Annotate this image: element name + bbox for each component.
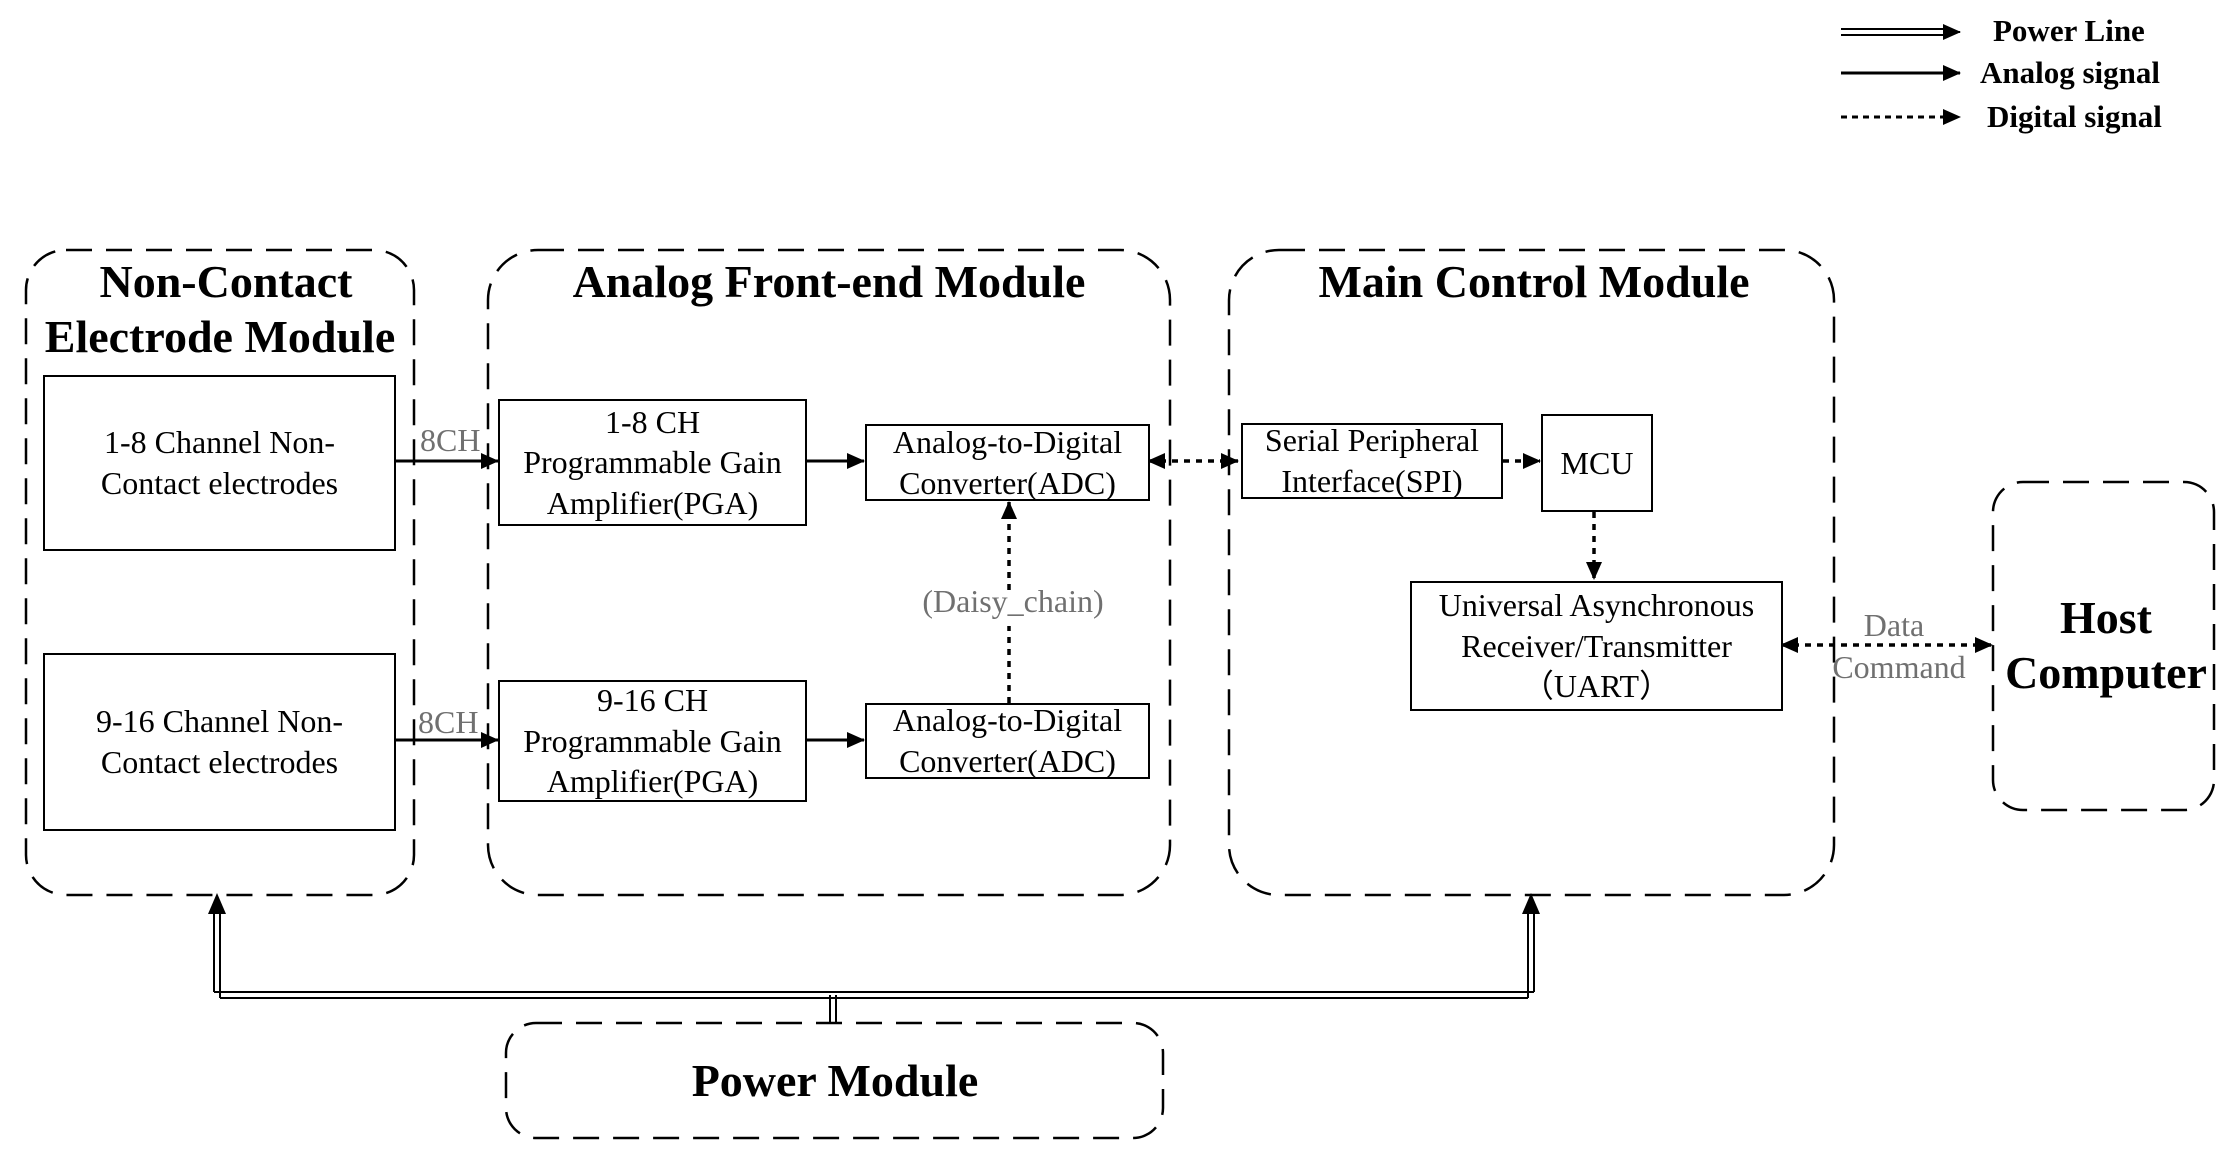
legend-power-line-label: Power Line — [1993, 13, 2145, 48]
data-label: Data — [1863, 607, 1925, 643]
uart-line3: （UART） — [1521, 668, 1672, 705]
host-computer-title: Host — [2060, 592, 2152, 643]
electrodes-1-8-block: 1-8 Channel Non- Contact electrodes — [43, 375, 396, 551]
legend-digital-signal-label: Digital signal — [1987, 99, 2162, 134]
pga-9-16-block: 9-16 CH Programmable Gain Amplifier(PGA) — [498, 680, 807, 802]
electrode-module-title-line2: Electrode Module — [44, 311, 396, 362]
adc-top-line1: Analog-to-Digital — [892, 423, 1123, 460]
pga-1-8-line3: Amplifier(PGA) — [546, 484, 759, 521]
main-control-module-container — [1227, 248, 1836, 897]
main-control-module-title: Main Control Module — [1318, 256, 1750, 307]
daisy-chain-label: (Daisy_chain) — [922, 583, 1104, 619]
spi-line1: Serial Peripheral — [1264, 422, 1480, 459]
host-computer-title-line2: Computer — [2005, 647, 2207, 698]
adc-bottom-line1: Analog-to-Digital — [892, 702, 1123, 739]
adc-bottom-block: Analog-to-Digital Converter(ADC) — [865, 702, 1150, 779]
pga-1-8-block: 1-8 CH Programmable Gain Amplifier(PGA) — [498, 399, 807, 526]
spi-block: Serial Peripheral Interface(SPI) — [1241, 422, 1503, 499]
uart-block: Universal Asynchronous Receiver/Transmit… — [1410, 581, 1783, 711]
power-arrow-to-main-control-module — [1522, 893, 1540, 914]
power-module-title: Power Module — [691, 1055, 979, 1106]
pga-9-16-line3: Amplifier(PGA) — [546, 763, 759, 800]
legend-power-line-sample — [1841, 24, 1961, 40]
command-label: Command — [1832, 649, 1966, 685]
adc-top-line2: Converter(ADC) — [899, 464, 1116, 501]
electrodes-9-16-line1: 9-16 Channel Non- — [95, 703, 344, 740]
pga-9-16-line2: Programmable Gain — [523, 722, 782, 759]
adc-bottom-line2: Converter(ADC) — [899, 743, 1116, 779]
mcu-label: MCU — [1560, 444, 1634, 481]
electrodes-1-8-line2: Contact electrodes — [100, 465, 339, 501]
uart-line1: Universal Asynchronous — [1438, 587, 1755, 624]
legend-analog-signal-label: Analog signal — [1980, 55, 2161, 90]
adc-top-block: Analog-to-Digital Converter(ADC) — [865, 424, 1150, 501]
afe-module-container — [486, 248, 1172, 897]
electrodes-9-16-block: 9-16 Channel Non- Contact electrodes — [43, 653, 396, 831]
electrode-module-container — [24, 248, 416, 897]
electrodes-9-16-line2: Contact electrodes — [100, 744, 339, 780]
pga-1-8-line1: 1-8 CH — [604, 403, 701, 440]
pga-1-8-line2: Programmable Gain — [523, 444, 782, 481]
mcu-block: MCU — [1541, 414, 1653, 512]
channel-count-label-top: 8CH — [420, 422, 481, 458]
pga-9-16-line1: 9-16 CH — [596, 682, 709, 719]
channel-count-label-bottom: 8CH — [418, 704, 479, 740]
host-computer-container — [1991, 480, 2216, 812]
power-module-container — [504, 1021, 1165, 1140]
spi-line2: Interface(SPI) — [1281, 463, 1463, 499]
electrodes-1-8-line1: 1-8 Channel Non- — [103, 424, 336, 461]
power-distribution-lines — [213, 912, 1535, 1023]
power-arrow-to-electrode-module — [208, 893, 226, 914]
electrode-module-title: Non-Contact — [99, 256, 353, 307]
uart-line2: Receiver/Transmitter — [1461, 627, 1732, 664]
afe-module-title: Analog Front-end Module — [572, 256, 1086, 307]
